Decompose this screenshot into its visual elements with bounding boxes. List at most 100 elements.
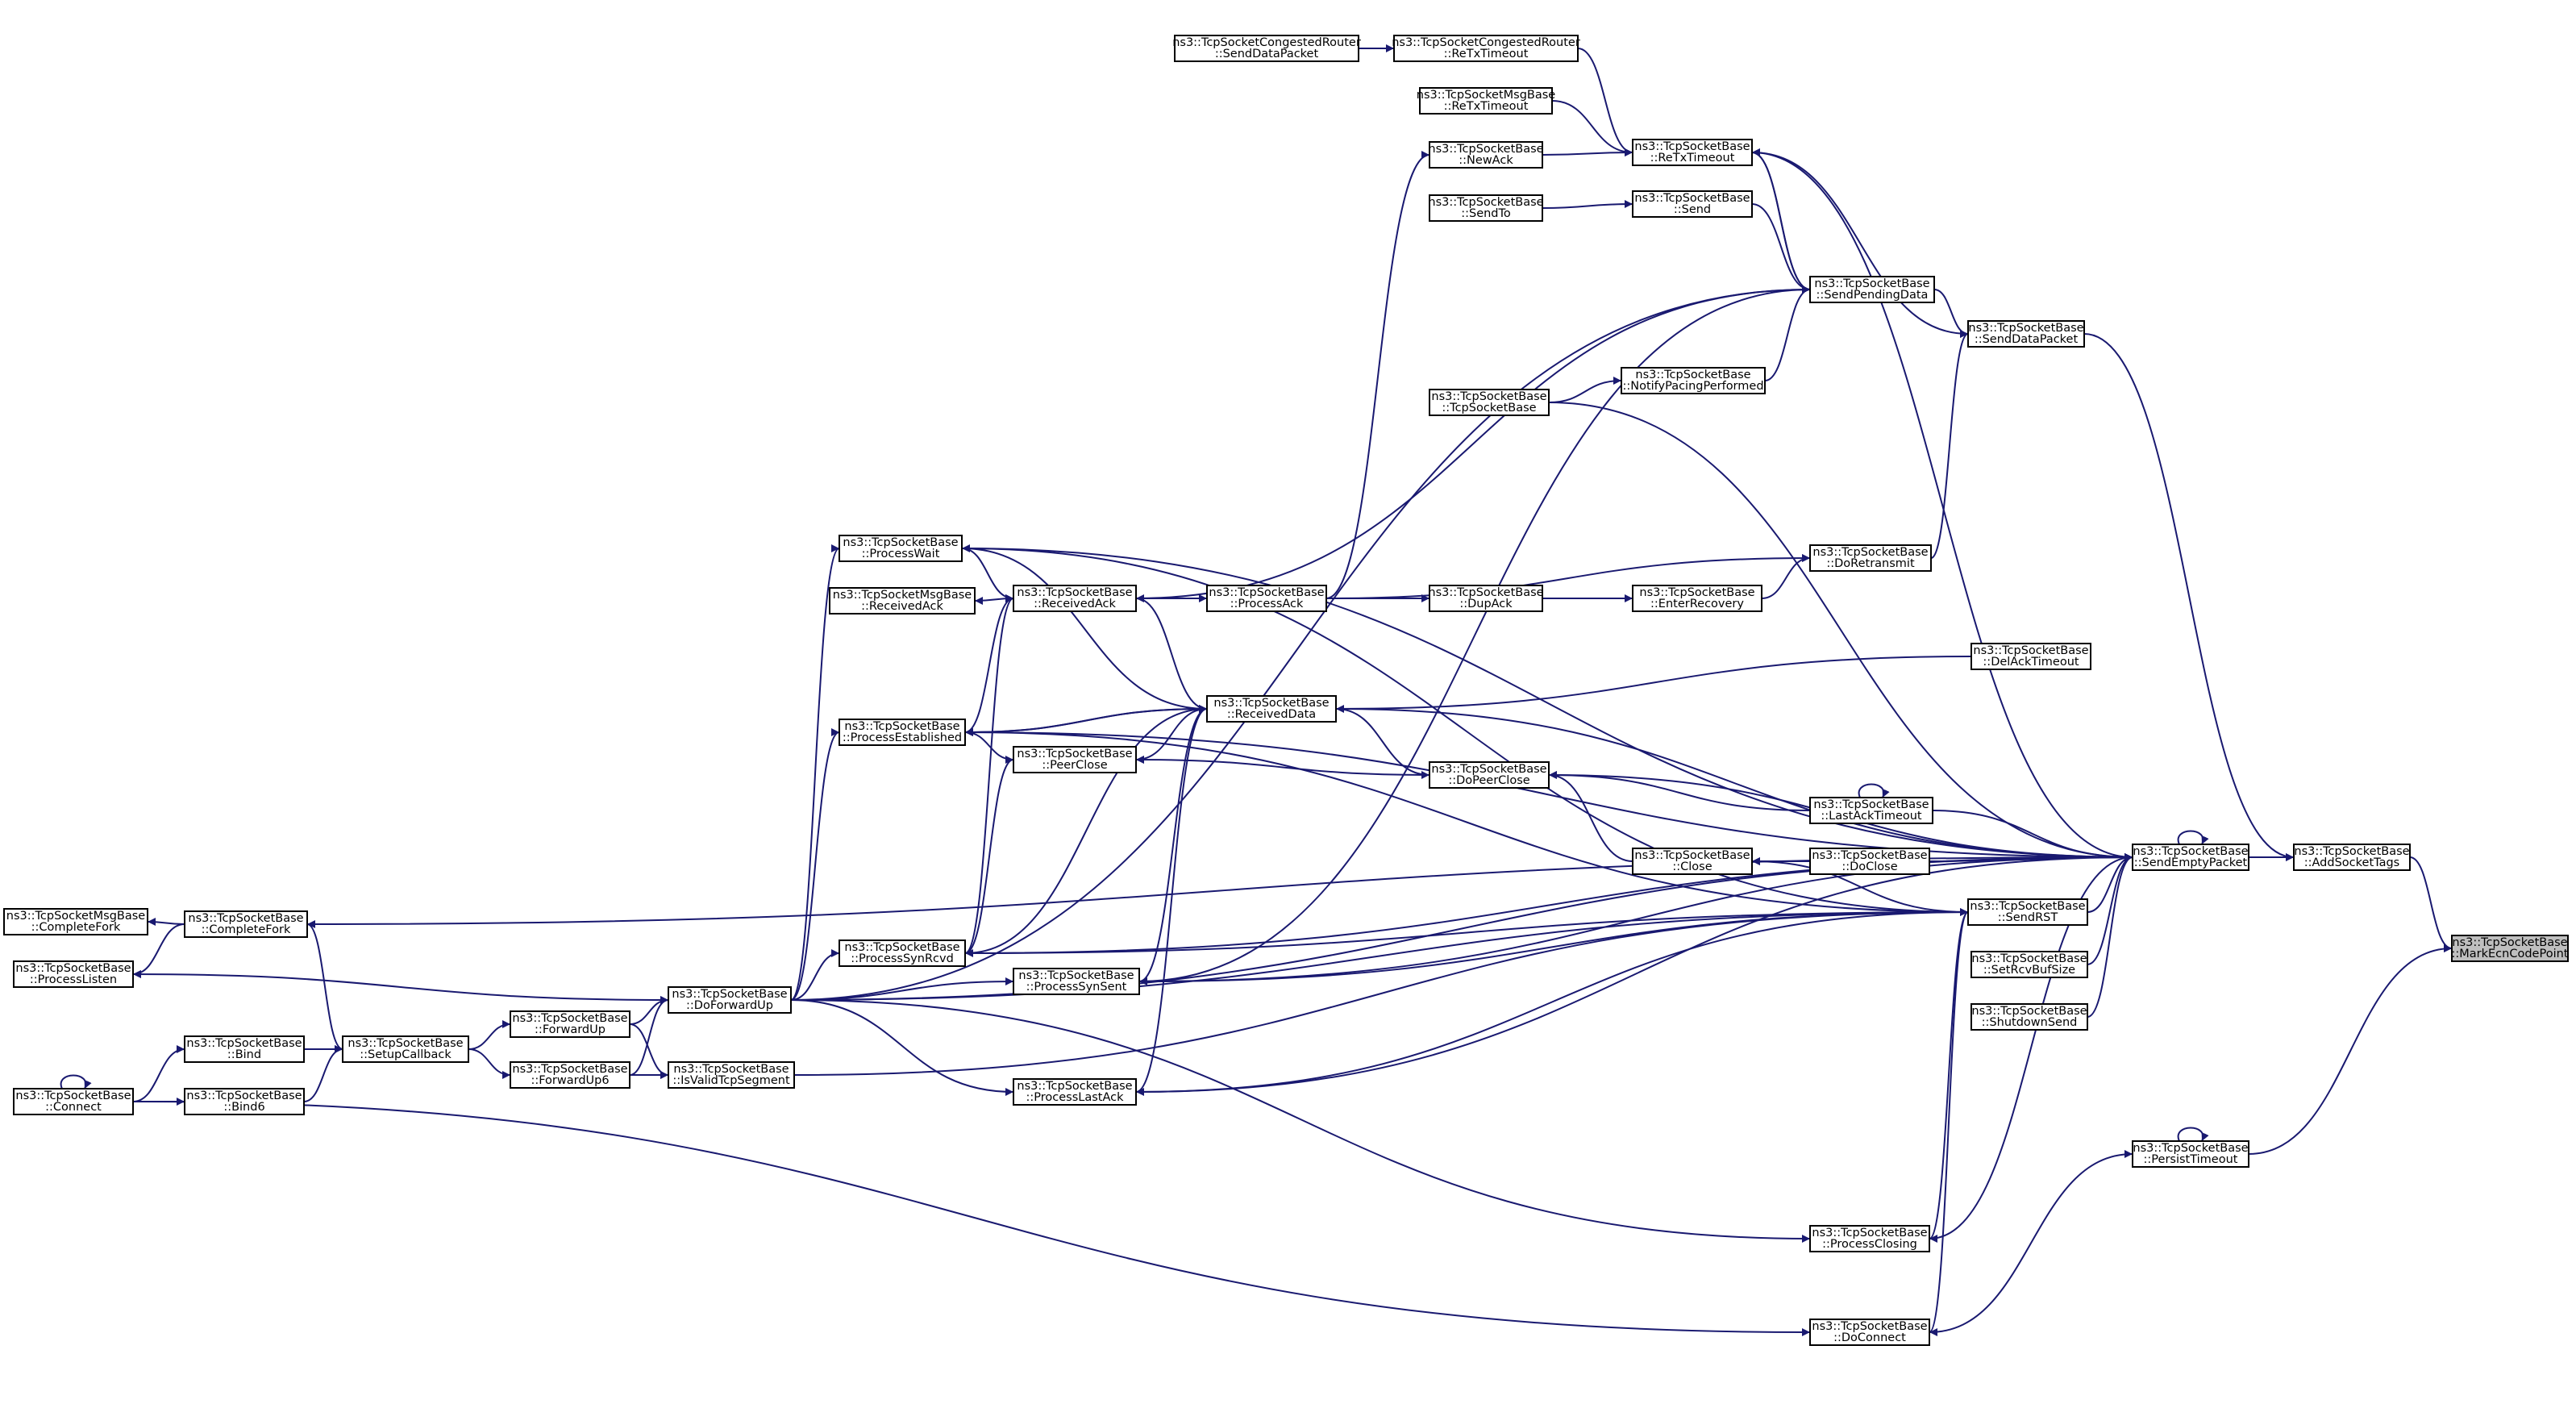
node-ForwardUp6[interactable]: ns3::TcpSocketBase::ForwardUp6 — [510, 1061, 630, 1089]
node-MsgCompleteFork[interactable]: ns3::TcpSocketMsgBase::CompleteFork — [3, 908, 148, 935]
node-label-line1: ns3::TcpSocketBase — [1017, 748, 1132, 760]
call-edge — [790, 999, 1811, 1243]
node-label-line1: ns3::TcpSocketBase — [1971, 1005, 2087, 1018]
call-edge — [1577, 48, 1633, 156]
node-ProcessAck[interactable]: ns3::TcpSocketBase::ProcessAck — [1206, 585, 1327, 612]
node-box — [510, 1061, 630, 1089]
call-edge — [60, 1074, 92, 1089]
node-label-line1: ns3::TcpSocketBase — [1814, 277, 1929, 290]
node-ReceivedData[interactable]: ns3::TcpSocketBase::ReceivedData — [1206, 695, 1337, 723]
node-label-line2: ::DupAck — [1459, 598, 1513, 610]
node-EnterRecovery[interactable]: ns3::TcpSocketBase::EnterRecovery — [1632, 585, 1762, 612]
call-edge — [303, 1045, 343, 1102]
node-SendTo[interactable]: ns3::TcpSocketBase::SendTo — [1428, 194, 1544, 222]
call-edge — [790, 999, 1014, 1096]
node-ProcessLastAck[interactable]: ns3::TcpSocketBase::ProcessLastAck — [1013, 1078, 1137, 1106]
node-label-line2: ::MarkEcnCodePoint — [2452, 948, 2569, 960]
node-ForwardUp[interactable]: ns3::TcpSocketBase::ForwardUp — [510, 1010, 630, 1038]
node-SendDataPacket[interactable]: ns3::TcpSocketBase::SendDataPacket — [1967, 320, 2085, 348]
node-ProcessWait[interactable]: ns3::TcpSocketBase::ProcessWait — [839, 535, 963, 562]
call-edge — [1135, 708, 1208, 764]
node-AddSocketTags[interactable]: ns3::TcpSocketBase::AddSocketTags — [2293, 844, 2411, 871]
node-box — [1632, 190, 1753, 218]
node-LastAckTimeout[interactable]: ns3::TcpSocketBase::LastAckTimeout — [1809, 797, 1933, 824]
node-label-line2: ::EnterRecovery — [1650, 598, 1744, 610]
node-NewAck[interactable]: ns3::TcpSocketBase::NewAck — [1428, 141, 1544, 169]
node-DelAckTimeout[interactable]: ns3::TcpSocketBase::DelAckTimeout — [1970, 643, 2091, 670]
node-MsgReceivedAck[interactable]: ns3::TcpSocketMsgBase::ReceivedAck — [829, 587, 976, 615]
node-box — [1429, 141, 1543, 169]
node-Bind[interactable]: ns3::TcpSocketBase::Bind — [184, 1035, 305, 1063]
node-ProcessEstablished[interactable]: ns3::TcpSocketBase::ProcessEstablished — [839, 719, 966, 746]
node-ReceivedAck[interactable]: ns3::TcpSocketBase::ReceivedAck — [1013, 585, 1137, 612]
node-DoClose[interactable]: ns3::TcpSocketBase::DoClose — [1809, 848, 1930, 875]
node-label-line1: ns3::TcpSocketBase — [1431, 390, 1546, 403]
node-label-line1: ns3::TcpSocketBase — [1812, 1227, 1927, 1239]
node-box — [1174, 35, 1359, 62]
node-DoForwardUp[interactable]: ns3::TcpSocketBase::DoForwardUp — [668, 986, 792, 1014]
node-label-line1: ns3::TcpSocketBase — [1428, 586, 1543, 599]
node-DoConnect[interactable]: ns3::TcpSocketBase::DoConnect — [1809, 1319, 1930, 1346]
call-edge — [790, 728, 840, 1001]
node-box — [668, 986, 792, 1014]
node-DoRetransmit[interactable]: ns3::TcpSocketBase::DoRetransmit — [1809, 544, 1932, 572]
call-edge — [2248, 944, 2453, 1155]
node-MarkEcnCodePoint[interactable]: ns3::TcpSocketBase::MarkEcnCodePoint — [2451, 935, 2569, 962]
call-edge — [147, 918, 185, 927]
node-box — [1013, 968, 1140, 995]
node-ProcessListen[interactable]: ns3::TcpSocketBase::ProcessListen — [13, 960, 134, 988]
node-MsgReTxTimeout[interactable]: ns3::TcpSocketMsgBase::ReTxTimeout — [1417, 87, 1556, 115]
node-label-line2: ::Send — [1674, 203, 1711, 216]
node-Bind6[interactable]: ns3::TcpSocketBase::Bind6 — [184, 1088, 305, 1115]
node-label-line1: ns3::TcpSocketBase — [844, 941, 959, 954]
node-label-line2: ::ReceivedData — [1227, 708, 1316, 721]
node-label-line2: ::ForwardUp — [535, 1023, 606, 1036]
node-label-line1: ns3::TcpSocketCongestedRouter — [1172, 36, 1361, 49]
call-edge — [2177, 830, 2209, 845]
node-label-line2: ::ProcessAck — [1230, 598, 1304, 610]
node-label-line1: ns3::TcpSocketBase — [1639, 586, 1754, 599]
node-ReTxTimeout[interactable]: ns3::TcpSocketBase::ReTxTimeout — [1632, 139, 1753, 166]
call-edge — [964, 756, 1014, 954]
call-edge — [964, 594, 1014, 733]
node-CompleteFork[interactable]: ns3::TcpSocketBase::CompleteFork — [184, 910, 308, 938]
node-box — [184, 1088, 305, 1115]
node-box — [1621, 367, 1766, 394]
node-NotifyPacingPerformed[interactable]: ns3::TcpSocketBase::NotifyPacingPerforme… — [1621, 367, 1766, 394]
node-Send[interactable]: ns3::TcpSocketBase::Send — [1632, 190, 1753, 218]
node-ProcessSynRcvd[interactable]: ns3::TcpSocketBase::ProcessSynRcvd — [839, 939, 966, 967]
call-edge — [1929, 853, 2133, 1239]
node-label-line2: ::NewAck — [1459, 154, 1513, 167]
node-label-line2: ::DelAckTimeout — [1983, 656, 2079, 669]
node-label-line1: ns3::TcpSocketBase — [512, 1063, 627, 1076]
node-ProcessSynSent[interactable]: ns3::TcpSocketBase::ProcessSynSent — [1013, 968, 1140, 995]
call-edge — [132, 1045, 185, 1102]
node-label-line2: ::SetupCallback — [360, 1048, 452, 1061]
node-SetRcvBufSize[interactable]: ns3::TcpSocketBase::SetRcvBufSize — [1970, 951, 2088, 978]
node-IsValidTcpSegment[interactable]: ns3::TcpSocketBase::IsValidTcpSegment — [668, 1061, 795, 1089]
node-PersistTimeout[interactable]: ns3::TcpSocketBase::PersistTimeout — [2132, 1140, 2249, 1168]
node-Connect[interactable]: ns3::TcpSocketBase::Connect — [13, 1088, 134, 1115]
call-edge — [1551, 100, 1633, 156]
node-SendRST[interactable]: ns3::TcpSocketBase::SendRST — [1967, 898, 2088, 926]
node-RouterReTxTimeout[interactable]: ns3::TcpSocketCongestedRouter::ReTxTimeo… — [1392, 35, 1580, 62]
node-RouterSendDataPacket[interactable]: ns3::TcpSocketCongestedRouter::SendDataP… — [1172, 35, 1361, 62]
node-label-line1: ns3::TcpSocketMsgBase — [1417, 89, 1556, 102]
node-SendEmptyPacket[interactable]: ns3::TcpSocketBase::SendEmptyPacket — [2132, 844, 2249, 871]
node-ShutdownSend[interactable]: ns3::TcpSocketBase::ShutdownSend — [1970, 1003, 2088, 1031]
call-edge — [1751, 203, 1811, 294]
node-ProcessClosing[interactable]: ns3::TcpSocketBase::ProcessClosing — [1809, 1225, 1930, 1252]
call-edge — [1542, 200, 1633, 209]
node-label-line1: ns3::TcpSocketBase — [1634, 192, 1750, 205]
call-edge — [1135, 911, 1969, 1096]
node-TcpSocketBaseCtor[interactable]: ns3::TcpSocketBase::TcpSocketBase — [1429, 389, 1550, 416]
node-label-line2: ::ProcessSynSent — [1026, 981, 1127, 994]
node-SendPendingData[interactable]: ns3::TcpSocketBase::SendPendingData — [1809, 276, 1935, 303]
node-Close[interactable]: ns3::TcpSocketBase::Close — [1632, 848, 1753, 875]
node-DupAck[interactable]: ns3::TcpSocketBase::DupAck — [1428, 585, 1544, 612]
node-label-line1: ns3::TcpSocketCongestedRouter — [1392, 36, 1580, 49]
node-DoPeerClose[interactable]: ns3::TcpSocketBase::DoPeerClose — [1429, 761, 1550, 789]
node-SetupCallback[interactable]: ns3::TcpSocketBase::SetupCallback — [342, 1035, 469, 1063]
call-edge — [1929, 911, 1969, 1336]
node-PeerClose[interactable]: ns3::TcpSocketBase::PeerClose — [1013, 746, 1137, 773]
